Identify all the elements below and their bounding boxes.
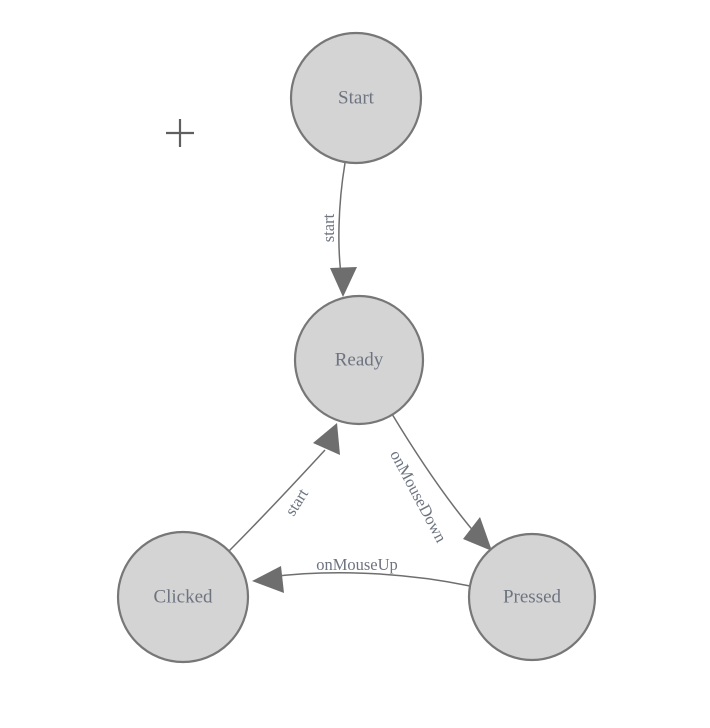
edge-label-start-to-ready-group: start	[319, 213, 338, 242]
edge-line-start-to-ready[interactable]	[338, 162, 346, 282]
arrowhead-pressed-to-clicked	[252, 566, 284, 593]
node-pressed-circle[interactable]	[467, 532, 597, 662]
arrowhead-clicked-to-ready	[313, 423, 340, 455]
plus-crosshair-icon[interactable]	[166, 119, 194, 147]
edge-label-start-to-ready: start	[319, 213, 338, 242]
edge-line-ready-to-pressed[interactable]	[391, 413, 482, 541]
node-start-circle[interactable]	[289, 31, 423, 165]
node-pressed[interactable]: Pressed	[467, 532, 597, 662]
node-start[interactable]: Start	[289, 31, 423, 165]
edge-label-clicked-to-ready-group: start	[281, 485, 312, 520]
node-ready-circle[interactable]	[293, 294, 425, 426]
edge-line-clicked-to-ready[interactable]	[228, 449, 326, 552]
edge-ready-to-pressed[interactable]	[391, 413, 492, 551]
arrowhead-ready-to-pressed	[463, 517, 492, 551]
edge-label-pressed-to-clicked: onMouseUp	[316, 555, 398, 574]
node-ready[interactable]: Ready	[293, 294, 425, 426]
edge-clicked-to-ready[interactable]	[228, 423, 340, 552]
arrowhead-start-to-ready	[330, 267, 357, 297]
edge-pressed-to-clicked[interactable]	[252, 566, 471, 593]
edge-label-pressed-to-clicked-group: onMouseUp	[316, 555, 398, 574]
edge-label-ready-to-pressed: onMouseDown	[386, 447, 451, 546]
node-clicked-circle[interactable]	[116, 530, 250, 664]
edge-label-ready-to-pressed-group: onMouseDown	[386, 447, 451, 546]
edge-start-to-ready[interactable]	[330, 162, 357, 297]
node-clicked[interactable]: Clicked	[116, 530, 250, 664]
edge-label-clicked-to-ready: start	[281, 485, 312, 520]
edge-line-pressed-to-clicked[interactable]	[269, 572, 471, 587]
